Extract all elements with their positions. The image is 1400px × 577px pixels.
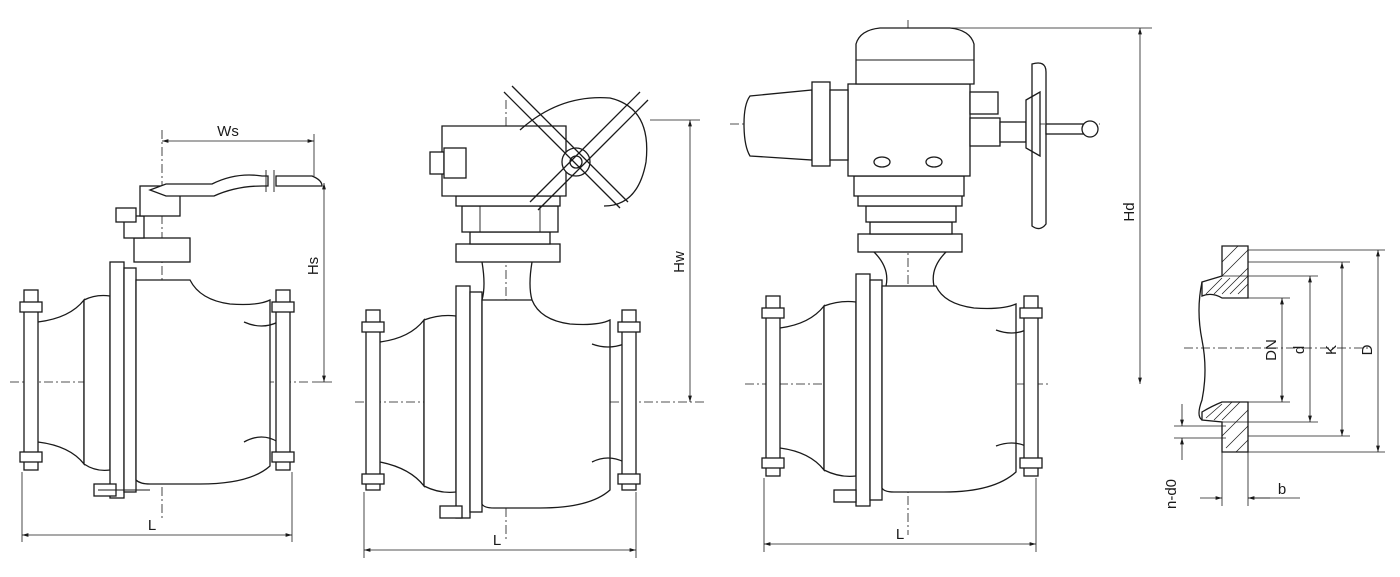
n-d0-label: n-d0: [1163, 479, 1180, 509]
l-label-actuator: L: [896, 526, 904, 543]
actuator-valve-view: [730, 20, 1100, 535]
flange-d-label: D: [1359, 344, 1376, 355]
l-label-gear: L: [493, 532, 501, 549]
d-label: d: [1291, 346, 1308, 354]
ws-dimension: Ws: [162, 123, 315, 176]
flange-hatch-top: [1205, 245, 1249, 295]
b-label: b: [1278, 481, 1286, 498]
ws-label: Ws: [217, 123, 239, 140]
flange-detail-view: DN d K D n-d0 b: [1163, 245, 1385, 509]
gear-valve-view: [355, 85, 705, 540]
hs-label: Hs: [305, 257, 322, 275]
k-label: K: [1323, 345, 1340, 355]
hs-dimension: Hs: [305, 183, 332, 383]
hw-dimension: Hw: [650, 119, 700, 402]
l-dimension-lever: L: [21, 472, 293, 542]
l-label-lever: L: [148, 517, 156, 534]
hd-dimension: Hd: [930, 27, 1152, 384]
lever-valve-view: [10, 130, 323, 520]
l-dimension-actuator: L: [763, 478, 1037, 552]
hd-label: Hd: [1121, 202, 1138, 221]
hw-label: Hw: [671, 251, 688, 273]
flange-hatch-bottom: [1205, 401, 1249, 453]
dn-label: DN: [1263, 339, 1280, 361]
l-dimension-gear: L: [363, 492, 637, 558]
